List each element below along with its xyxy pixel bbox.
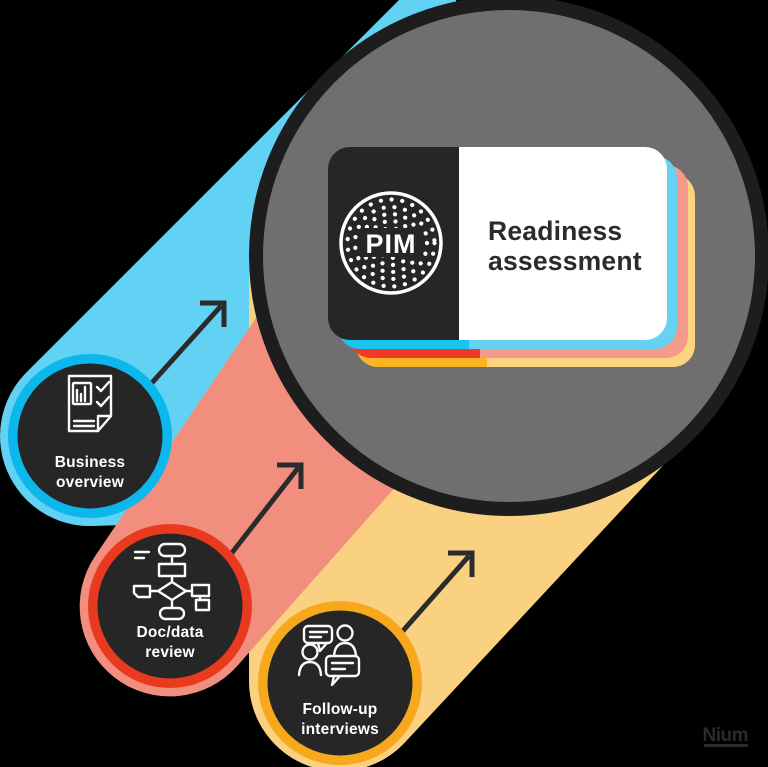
step-business-overview: Business overview <box>8 354 172 518</box>
arrow-head <box>277 462 304 489</box>
arrow-shaft <box>392 554 471 643</box>
pim-logo-dots <box>345 197 437 289</box>
nium-logo-text: Nium <box>703 725 749 746</box>
arrow-doc-data-review <box>222 462 304 565</box>
arrow-head <box>200 300 227 327</box>
flowchart-icon <box>132 542 211 621</box>
pim-logo-text: PIM <box>365 229 416 259</box>
step-circle-follow-up-interviews <box>258 601 422 765</box>
pim-logo-ring <box>339 191 443 295</box>
step-label-line2: overview <box>56 474 125 491</box>
arrow-head <box>448 550 475 577</box>
conversation-icon <box>297 624 361 687</box>
step-doc-data-review: Doc/data review <box>88 524 252 688</box>
pim-logo-text-backing <box>360 228 422 257</box>
step-circle-doc-data-review <box>88 524 252 688</box>
step-label-line1: Follow-up <box>303 701 378 718</box>
nium-logo-underline <box>704 744 748 747</box>
readiness-card: PIM Readiness assessment <box>328 147 667 340</box>
arrow-business-overview <box>139 300 227 397</box>
pim-logo: PIM <box>339 191 443 295</box>
step-label-line2: interviews <box>301 721 379 738</box>
step-follow-up-interviews: Follow-up interviews <box>258 601 422 765</box>
step-label-line1: Doc/data <box>136 624 203 641</box>
document-checklist-icon <box>67 374 113 433</box>
arrow-shaft <box>139 304 223 397</box>
card-title-line1: Readiness <box>488 216 622 246</box>
step-label-line1: Business <box>55 454 126 471</box>
step-label-line2: review <box>145 644 195 661</box>
arrow-follow-up-interviews <box>392 550 475 643</box>
nium-logo: Nium <box>703 725 749 747</box>
card-white-panel <box>459 147 667 340</box>
step-circle-business-overview <box>8 354 172 518</box>
pim-logo-dots <box>352 204 430 282</box>
arrow-shaft <box>222 466 300 565</box>
card-title-line2: assessment <box>488 246 642 276</box>
